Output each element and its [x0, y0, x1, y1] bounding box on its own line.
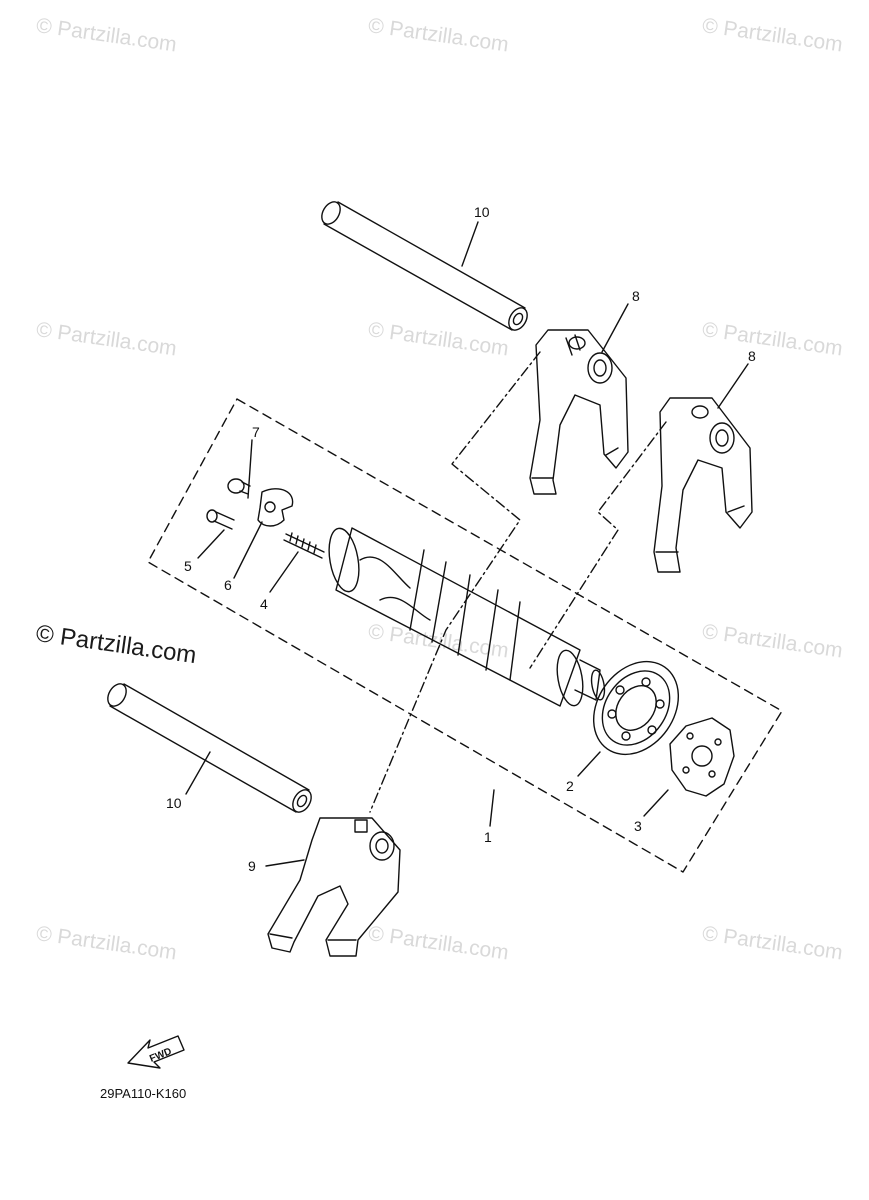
- callout-2: 2: [566, 778, 574, 794]
- leader-line: [461, 221, 479, 267]
- fork-guide-bar-lower[interactable]: [104, 681, 315, 816]
- leader-line: [265, 859, 305, 867]
- leader-line: [197, 529, 225, 559]
- leader-line: [717, 363, 749, 409]
- bearing[interactable]: [576, 645, 696, 771]
- screw-7[interactable]: [227, 478, 251, 495]
- callout-7: 7: [252, 424, 260, 440]
- fork-guide-bar-upper[interactable]: [318, 199, 531, 334]
- callout-4: 4: [260, 596, 268, 612]
- callout-6: 6: [224, 577, 232, 593]
- shift-fork-8-right[interactable]: [653, 397, 753, 573]
- leader-line: [269, 551, 299, 593]
- shift-drum[interactable]: [325, 526, 607, 708]
- alignment-line: [529, 421, 667, 669]
- callout-10-lower: 10: [166, 795, 182, 811]
- fwd-label: FWD: [148, 1046, 173, 1065]
- leader-line: [233, 521, 263, 579]
- assembly-boundary: [147, 398, 783, 873]
- leader-line: [489, 789, 495, 827]
- shift-drum-segment[interactable]: [669, 717, 735, 797]
- screw-4[interactable]: [283, 532, 325, 559]
- callout-9: 9: [248, 858, 256, 874]
- leader-line: [577, 751, 601, 777]
- leader-line: [643, 789, 669, 817]
- shift-fork-8-left[interactable]: [529, 329, 629, 495]
- callout-1: 1: [484, 829, 492, 845]
- drawing-code: 29PA110-K160: [100, 1086, 187, 1101]
- fwd-arrow-icon: [127, 1035, 185, 1069]
- pin-5[interactable]: [206, 509, 235, 530]
- leader-line: [185, 751, 211, 795]
- stopper-plate-6[interactable]: [257, 488, 294, 527]
- leader-line: [601, 303, 629, 353]
- leader-line: [247, 439, 253, 499]
- callout-10-upper: 10: [474, 204, 490, 220]
- callout-8-left: 8: [632, 288, 640, 304]
- callout-5: 5: [184, 558, 192, 574]
- alignment-line: [369, 351, 541, 813]
- callout-3: 3: [634, 818, 642, 834]
- callout-8-right: 8: [748, 348, 756, 364]
- shift-fork-9[interactable]: [267, 817, 401, 957]
